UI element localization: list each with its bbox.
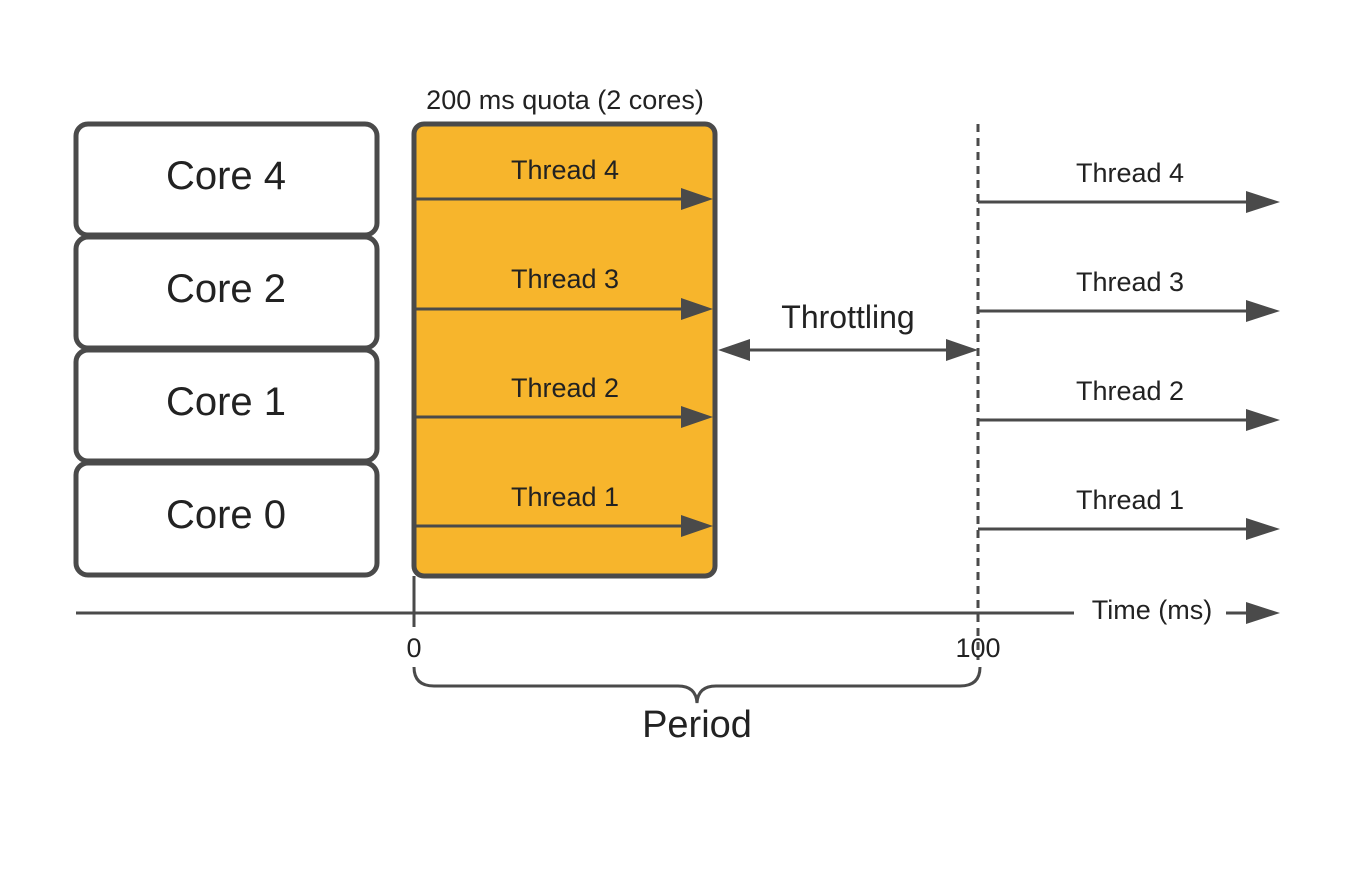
quota-threads: Thread 4 Thread 3 Thread 2 Thread 1 [414, 155, 713, 537]
next-period-threads: Thread 4 Thread 3 Thread 2 Thread 1 [978, 158, 1280, 540]
quota-block [411, 121, 718, 579]
arrowhead-icon [681, 406, 713, 428]
period-brace [412, 666, 982, 704]
arrowhead-icon [681, 298, 713, 320]
core-label-4: Core 4 [166, 154, 286, 198]
quota-thread-label-4: Thread 4 [511, 155, 619, 185]
period-label: Period [642, 704, 752, 746]
arrowhead-icon [681, 515, 713, 537]
arrowhead-icon [1246, 602, 1280, 624]
core-box-0 [73, 460, 380, 578]
arrowhead-icon [1246, 409, 1280, 431]
next-thread-label-3: Thread 3 [1076, 267, 1184, 297]
arrowhead-icon [681, 188, 713, 210]
core-label-2: Core 2 [166, 267, 286, 311]
arrowhead-right-icon [946, 339, 978, 361]
arrowhead-icon [1246, 300, 1280, 322]
axis-tick-label-100: 100 [955, 633, 1000, 663]
core-stack: Core 4 Core 2 Core 1 Core 0 [73, 121, 380, 578]
core-label-0: Core 0 [166, 493, 286, 537]
quota-thread-label-3: Thread 3 [511, 264, 619, 294]
next-thread-label-4: Thread 4 [1076, 158, 1184, 188]
core-label-1: Core 1 [166, 380, 286, 424]
time-axis: Time (ms) 0 100 [76, 576, 1280, 663]
throttling-label: Throttling [781, 299, 914, 335]
quota-label: 200 ms quota (2 cores) [426, 85, 704, 115]
quota-thread-label-2: Thread 2 [511, 373, 619, 403]
next-thread-label-1: Thread 1 [1076, 485, 1184, 515]
arrowhead-icon [1246, 518, 1280, 540]
arrowhead-left-icon [718, 339, 750, 361]
axis-tick-label-0: 0 [406, 633, 421, 663]
time-axis-label: Time (ms) [1092, 595, 1212, 625]
next-thread-label-2: Thread 2 [1076, 376, 1184, 406]
arrowhead-icon [1246, 191, 1280, 213]
quota-thread-label-1: Thread 1 [511, 482, 619, 512]
